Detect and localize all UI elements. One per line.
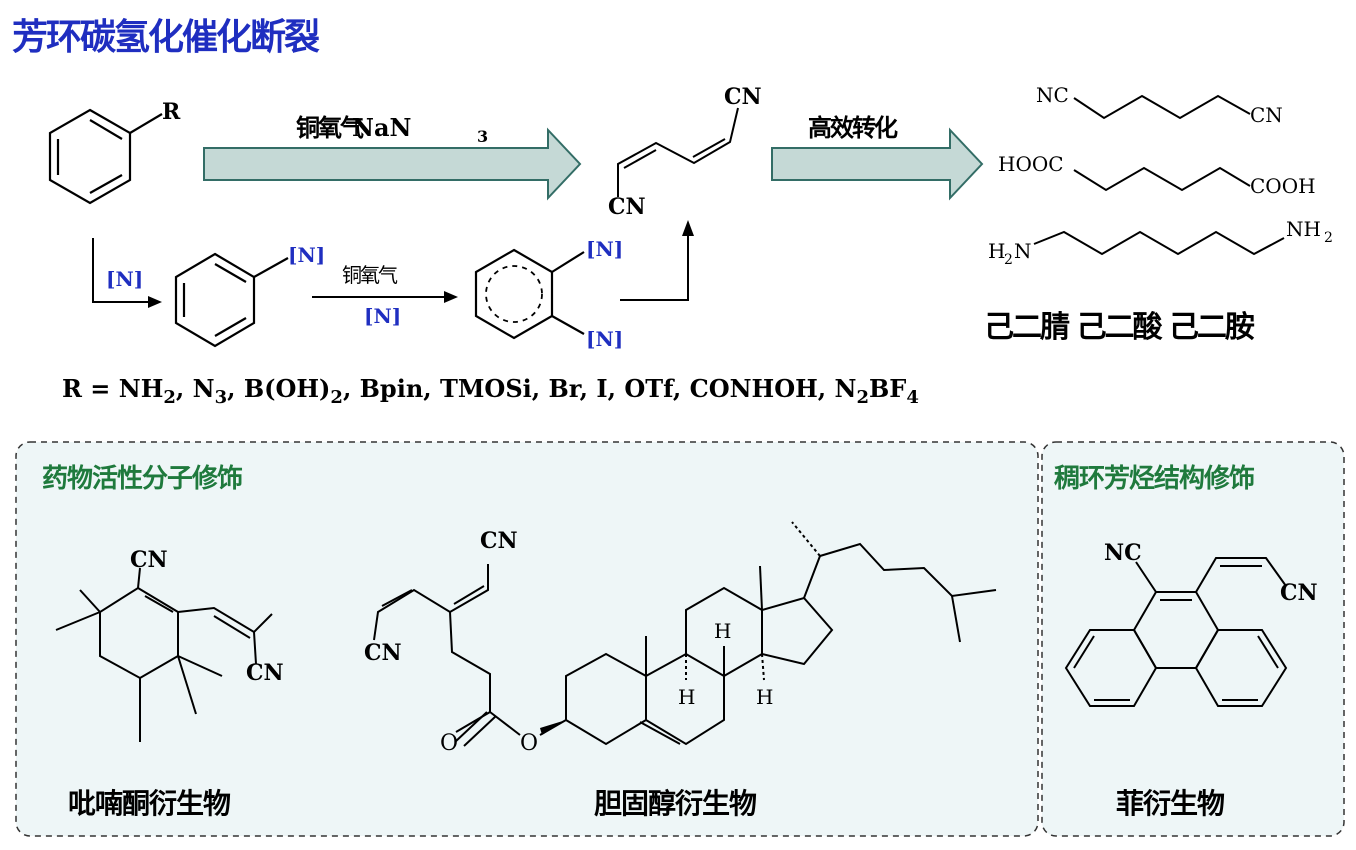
cholesterol-h-2: H <box>678 685 695 709</box>
r-item-7: 2 <box>856 386 869 408</box>
adiponitrile-cn: CN <box>1250 103 1283 127</box>
r-item-9: 4 <box>906 386 919 408</box>
phenanthrene-nc: NC <box>1104 540 1142 566</box>
cholesterol-h-3: H <box>756 685 773 709</box>
ionone-cn-right: CN <box>246 660 284 686</box>
intermediate-n-label: [N] <box>288 243 325 267</box>
adiponitrile <box>1073 94 1251 120</box>
drug-panel <box>15 441 1039 837</box>
cholesterol-h-1: H <box>714 619 731 643</box>
arrow3-reagent: [N] <box>364 304 401 328</box>
drug-panel-label: 药物活性分子修饰 <box>42 464 243 494</box>
route-reagent: [N] <box>106 267 143 291</box>
benzene-r <box>48 108 163 205</box>
diene-n-bottom: [N] <box>586 327 623 351</box>
route-arrowhead <box>148 296 162 308</box>
dearomatized-ring <box>474 248 585 340</box>
hexanediamine <box>1033 230 1285 256</box>
r-group-list: R = NH2, N3, B(OH)2, Bpin, TMOSi, Br, I,… <box>62 374 919 408</box>
diamine-sub-right: 2 <box>1324 230 1333 246</box>
r-item-5: 2 <box>330 386 343 408</box>
benzene-n <box>174 252 289 348</box>
r-item-1: 2 <box>163 386 176 408</box>
big-arrow-conversion <box>771 127 984 201</box>
r-item-2: , N <box>175 374 215 403</box>
page-title: 芳环碳氢化催化断裂 <box>12 17 320 58</box>
cholesterol-derivative <box>373 521 997 747</box>
ionone-derivative <box>55 567 273 742</box>
diene-n-top: [N] <box>586 237 623 261</box>
phenanthrene-cn: CN <box>1280 580 1318 606</box>
diamine-n-left: N <box>1014 239 1032 263</box>
material-panel-label: 稠环芳烃结构修饰 <box>1054 464 1255 494</box>
arrow1-reagent: NaN <box>352 113 411 142</box>
up-arrowhead <box>682 220 694 236</box>
diamine-sub-left: 2 <box>1004 252 1013 268</box>
cholesterol-cn-left: CN <box>364 640 402 666</box>
route-arrow <box>92 238 150 303</box>
arrow1-subscript: 3 <box>477 127 488 146</box>
product-cn-top: CN <box>724 84 762 110</box>
ionone-caption: 吡喃酮衍生物 <box>68 787 231 820</box>
diamine-h-left: H <box>988 239 1005 263</box>
arrow3-label: 铜氧气 <box>342 263 398 287</box>
cholesterol-o-carbonyl: O <box>440 731 458 756</box>
diamine-nh-right: NH <box>1286 217 1321 241</box>
r-item-8: BF <box>868 374 907 403</box>
arrow3-head <box>444 291 458 303</box>
arrow2-label: 高效转化 <box>808 113 898 142</box>
r-item-0: NH <box>118 374 164 403</box>
adipic-acid-cooh: COOH <box>1250 174 1316 198</box>
cholesterol-wedge <box>540 720 566 735</box>
adipic-acid-hooc: HOOC <box>998 152 1064 176</box>
big-arrow-azidation <box>203 127 582 201</box>
cholesterol-cn-top: CN <box>480 528 518 554</box>
adipic-acid <box>1073 166 1251 192</box>
r-item-6: , Bpin, TMOSi, Br, I, OTf, CONHOH, N <box>342 374 857 403</box>
substituent-r: R <box>162 99 181 125</box>
material-panel <box>1041 441 1345 837</box>
phenanthrene-derivative <box>1064 557 1288 707</box>
r-prefix: R = <box>62 374 119 403</box>
product-cn-bottom: CN <box>608 194 646 220</box>
cholesterol-o-ester: O <box>520 731 538 756</box>
cholesterol-caption: 胆固醇衍生物 <box>594 787 757 820</box>
ionone-cn-top: CN <box>130 547 168 573</box>
dienedinitrile <box>617 107 739 197</box>
up-arrow <box>620 234 689 301</box>
r-item-3: 3 <box>214 386 228 408</box>
r-item-4: , B(OH) <box>227 374 331 403</box>
adiponitrile-nc: NC <box>1036 83 1069 107</box>
arrow1-label: 铜氧气 <box>296 113 364 142</box>
phenanthrene-caption: 菲衍生物 <box>1116 787 1225 820</box>
product-names: 己二腈 己二酸 己二胺 <box>984 310 1255 345</box>
